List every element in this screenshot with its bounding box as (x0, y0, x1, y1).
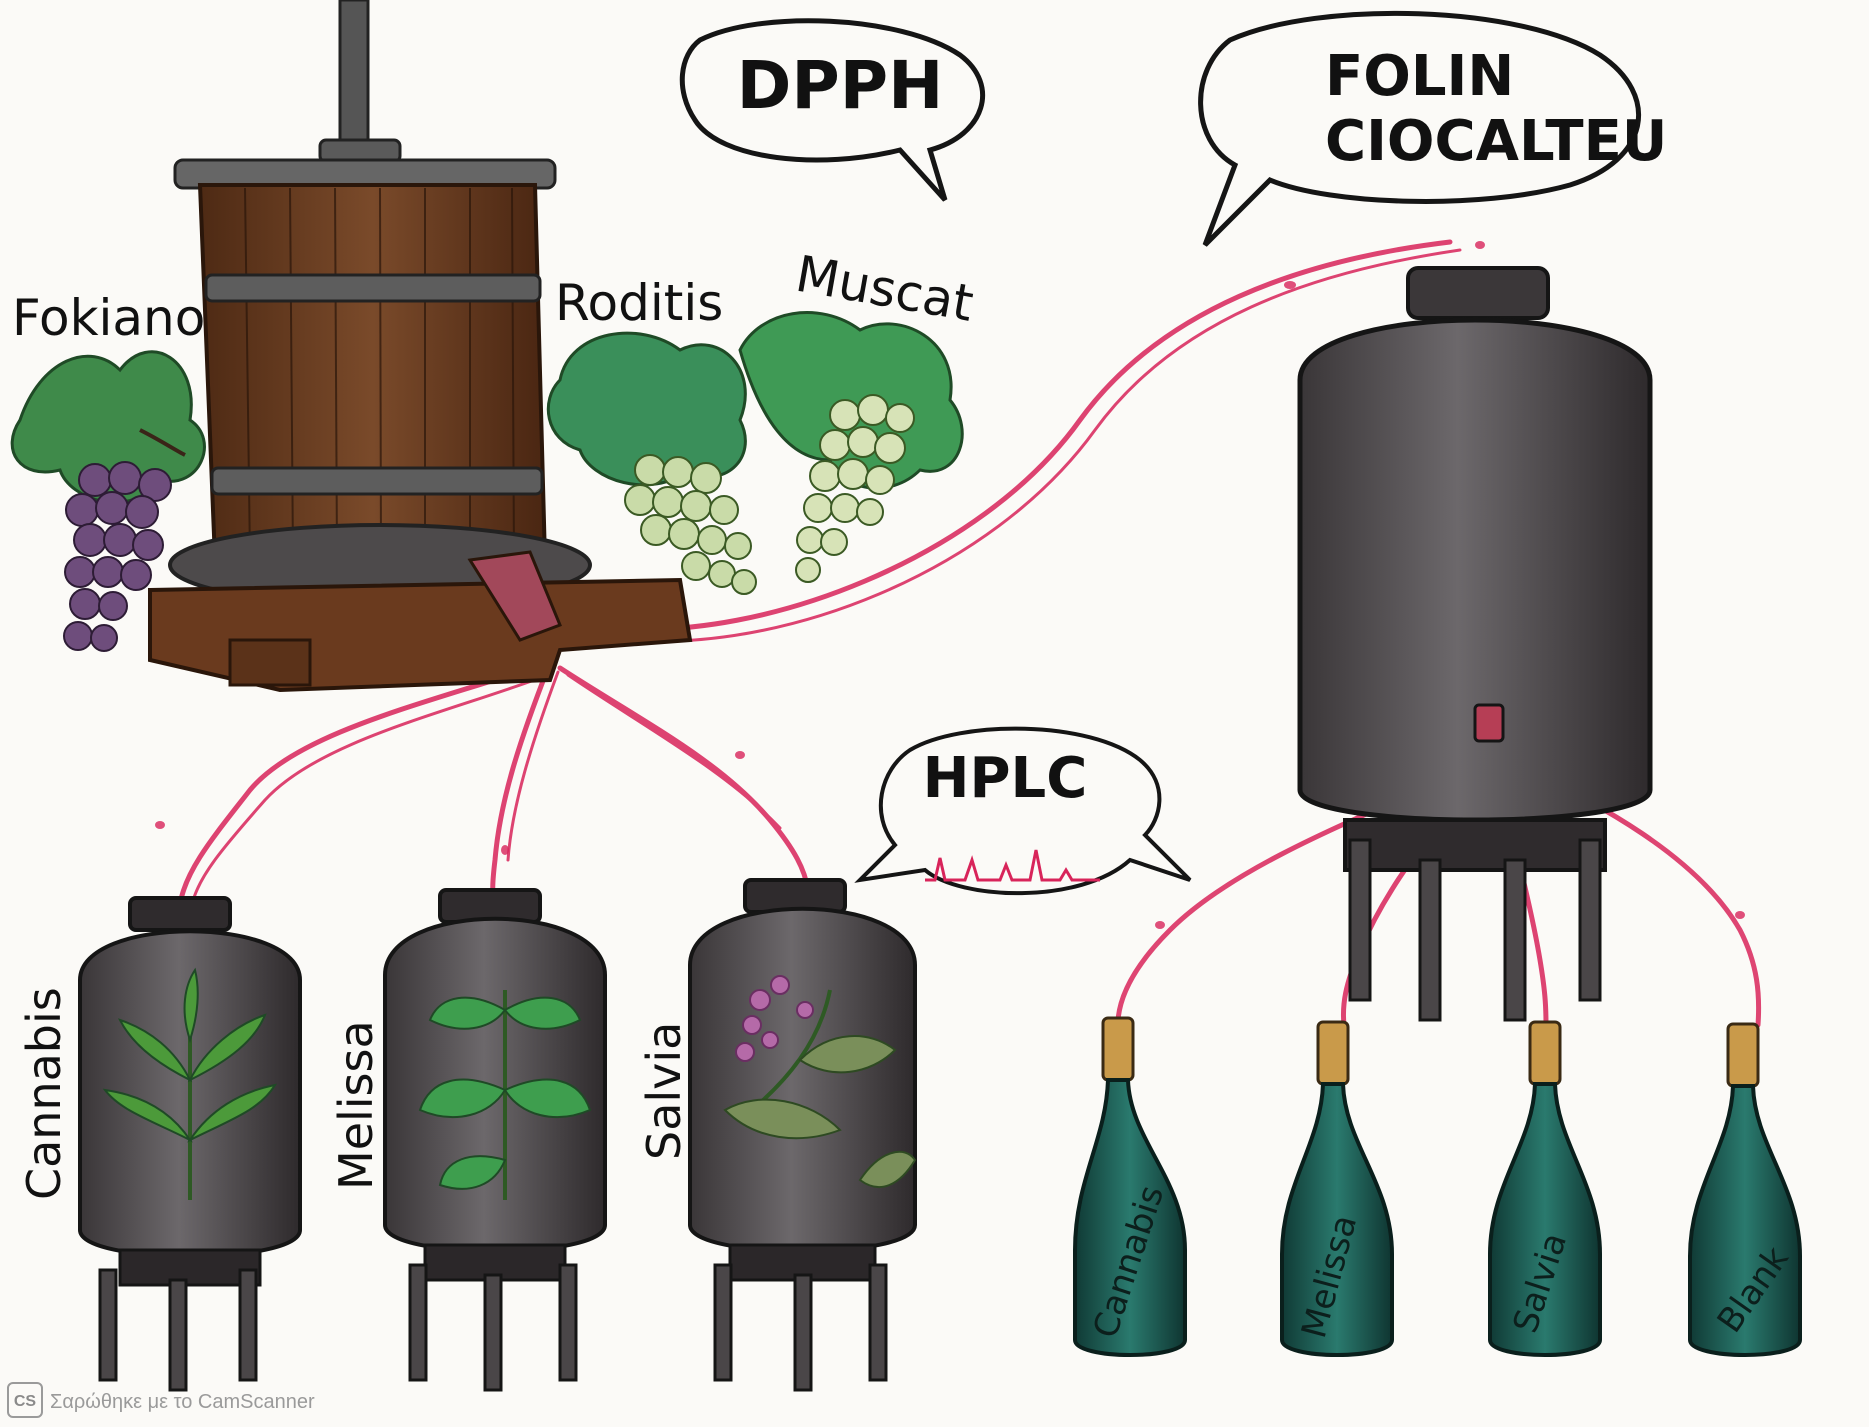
roditis-label: Roditis (555, 274, 723, 332)
camscanner-text: Σαρώθηκε με το CamScanner (50, 1391, 315, 1413)
tank-cannabis-label: Cannabis (17, 987, 71, 1200)
tank-salvia-label: Salvia (637, 1022, 691, 1160)
hplc-bubble: HPLC (854, 726, 1192, 896)
dpph-bubble: DPPH (679, 18, 986, 202)
bottle-blank: Blank (1688, 1022, 1802, 1357)
bottle-cannabis: Cannabis (1073, 1016, 1187, 1357)
camscanner-logo-icon (7, 1382, 43, 1418)
folin-ciocalteu-bubble: FOLIN CIOCALTEU (1198, 10, 1667, 247)
folin-label-line1: FOLIN (1325, 44, 1514, 109)
fokiano-grapes (10, 350, 206, 652)
muscat-grapes (738, 311, 964, 583)
camscanner-watermark: CS Σαρώθηκε με το CamScanner (7, 1382, 315, 1418)
main-tank (1297, 266, 1653, 1022)
wine-droplets (155, 241, 1745, 929)
melissa-leaf-icon (418, 990, 592, 1200)
bottle-salvia: Salvia (1488, 1020, 1602, 1357)
tank-cannabis: Cannabis (17, 896, 302, 1392)
dpph-label: DPPH (737, 47, 944, 124)
fokiano-label: Fokiano (12, 289, 205, 347)
folin-label-line2: CIOCALTEU (1325, 109, 1667, 174)
wine-press (148, 0, 693, 693)
bottle-melissa: Melissa (1280, 1020, 1394, 1357)
tank-melissa-label: Melissa (329, 1020, 383, 1190)
hplc-label: HPLC (923, 746, 1088, 811)
cannabis-leaf-icon (102, 967, 278, 1200)
stream-press-to-tank (617, 239, 1453, 632)
tank-salvia: Salvia (637, 878, 917, 1392)
stream-press-to-cannabis-tank (177, 662, 543, 908)
tank-melissa: Melissa (329, 888, 607, 1392)
roditis-grapes (546, 331, 757, 595)
chromatogram-trace (925, 849, 1100, 882)
camscanner-badge: CS (14, 1393, 37, 1410)
salvia-leaf-icon (723, 975, 917, 1189)
stream-press-to-salvia-tank (557, 665, 811, 893)
